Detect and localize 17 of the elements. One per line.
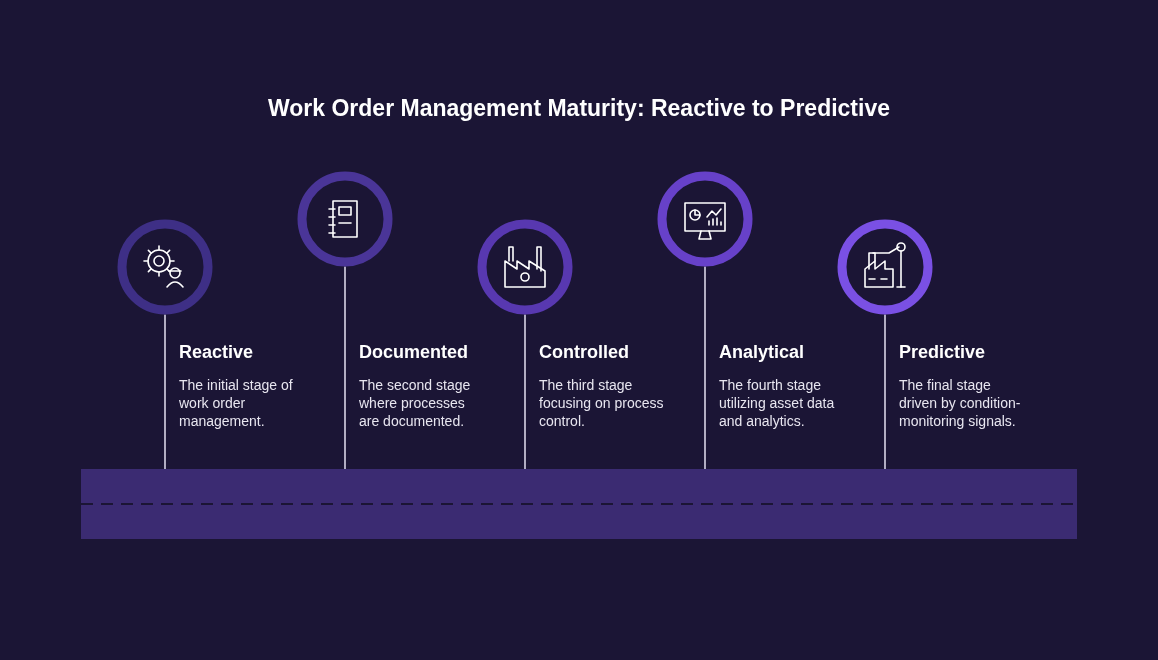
stage-description: The initial stage of work order management. bbox=[179, 376, 294, 430]
icon-circle bbox=[117, 219, 213, 315]
icon-circle bbox=[837, 219, 933, 315]
stage-heading: Controlled bbox=[539, 342, 629, 363]
stage-description: The fourth stage utilizing asset data and analytics. bbox=[719, 376, 836, 430]
stage-heading: Predictive bbox=[899, 342, 986, 363]
title: Work Order Management Maturity: Reactive to Predictive bbox=[267, 95, 891, 122]
stage-description: The second stage where processes are documented. bbox=[359, 376, 472, 430]
stage-heading: Reactive bbox=[179, 342, 254, 363]
road-drawing bbox=[80, 469, 1078, 539]
stage-description: The final stage driven by condition-monitoring signals. bbox=[899, 376, 1022, 430]
stage-heading: Documented bbox=[359, 342, 468, 363]
icon-circle bbox=[297, 171, 393, 267]
stage-description: The third stage focusing on process control. bbox=[539, 376, 665, 430]
icon-circle bbox=[657, 171, 753, 267]
icon-circle bbox=[477, 219, 573, 315]
stage-heading: Analytical bbox=[719, 342, 805, 363]
